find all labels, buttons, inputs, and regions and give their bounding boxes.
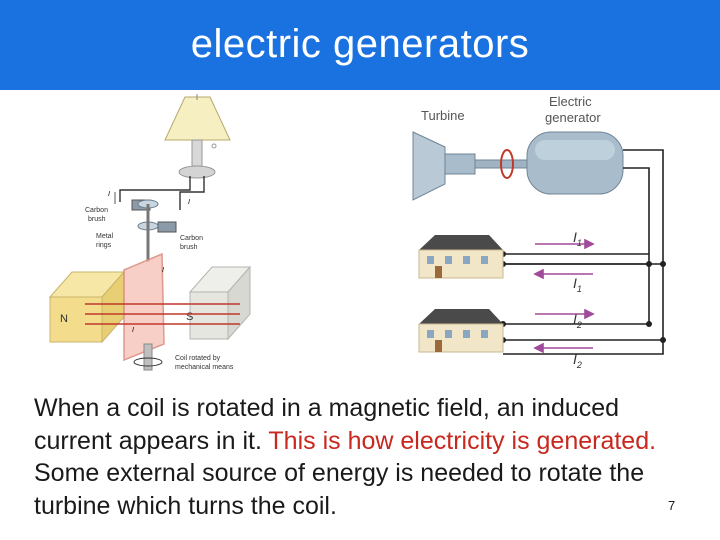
current-label-coil: I [162,267,164,274]
title-bar: electric generators [0,0,720,90]
north-magnet [48,270,126,344]
current-i2-top: I2 [573,311,582,330]
current-label-right: I [188,199,190,206]
current-i1-top: I1 [573,229,582,248]
text-rest: Some external source of energy is needed… [34,459,645,520]
explanation-text: When a coil is rotated in a magnetic fie… [34,392,684,522]
magnet-n-label: N [60,313,68,325]
magnet-s-label: S [186,311,193,323]
current-label-top: I [108,191,110,198]
generator-label-1: Electric [549,94,592,109]
turbine-label: Turbine [421,108,465,123]
power-lines [503,149,664,355]
metal-rings-label-2: rings [96,242,112,249]
current-label-coil-lower: I [132,327,134,334]
text-plain: When a coil is rotated in a magnetic fie… [34,394,620,455]
carbon-brush-label-right-1: Carbon [180,235,203,242]
current-i2-bottom: I2 [573,351,582,370]
metal-rings-label-1: Metal [96,233,114,240]
generator-label-2: generator [545,110,601,125]
carbon-brush-label-top-2: brush [88,216,106,223]
current-arrows [533,238,595,354]
generator-icon [526,131,624,195]
carbon-brush-label-top-1: Carbon [85,207,108,214]
south-magnet [188,265,252,341]
coil-rotated-label-1: Coil rotated by [175,355,221,362]
house-2-icon [418,309,504,353]
lamp-icon [164,94,231,179]
turbine-houses-diagram: Turbine Electric generator I1 I1 I2 I2 [405,92,673,377]
current-i1-bottom: I1 [573,275,582,294]
coil [85,252,240,362]
house-1-icon [418,235,504,279]
slide-title: electric generators [190,22,530,66]
turbine-icon [412,131,536,201]
brush-ring-assembly [131,199,177,262]
carbon-brush-label-right-2: brush [180,244,198,251]
coil-rotated-label-2: mechanical means [175,364,234,371]
slide-number: 7 [668,498,676,513]
text-highlight: This is how electricity is generated. [268,426,657,455]
generator-lamp-diagram: I I Carbon brush Metal rings Carbon brus… [40,92,310,377]
